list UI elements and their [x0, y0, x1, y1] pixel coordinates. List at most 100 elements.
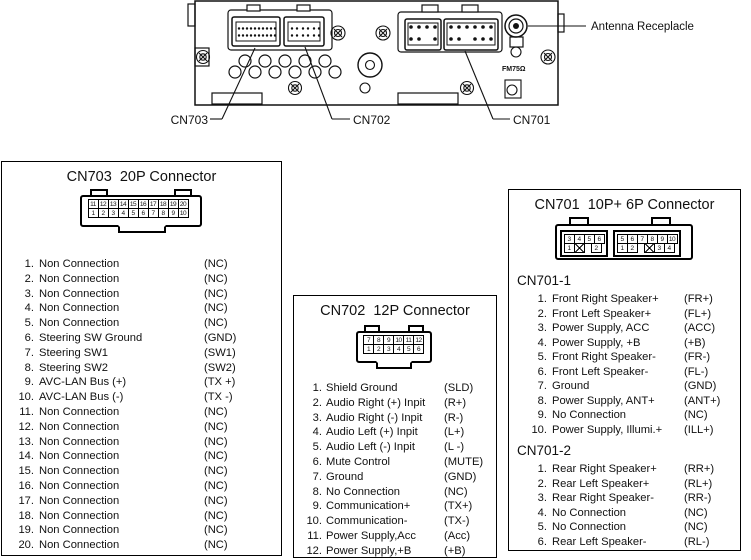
pin-label: Non Connection: [39, 287, 120, 300]
pin-code: (NC): [204, 405, 228, 418]
pin-row: 19. Non Connection (NC): [2, 523, 281, 538]
pin-code: (ANT+): [684, 394, 721, 407]
pin-code: (NC): [684, 521, 708, 533]
cn701-section: CN701-2 1. Rear Right Speaker+ (RR+) 2. …: [509, 443, 740, 549]
left-connector-plate: [227, 4, 333, 51]
pin-row: 9. Communication+ (TX+): [294, 499, 496, 514]
pin-row: 7. Ground (GND): [509, 379, 740, 394]
pin-cell: 6: [413, 344, 424, 354]
pin-number: 6.: [312, 455, 322, 468]
pin-label: Non Connection: [39, 479, 120, 492]
pin-number: 6.: [537, 365, 547, 378]
head-unit-rear-view: FM75Ω Antenna Receplacle CN703 CN702 CN7…: [171, 0, 694, 127]
pin-code: (GND): [684, 380, 717, 392]
pin-code: (NC): [204, 509, 228, 522]
pin-label: Front Left Speaker-: [552, 365, 649, 378]
pin-code: (TX -): [204, 391, 233, 404]
pin-number: 1.: [537, 293, 547, 305]
pin-number: 4.: [537, 336, 547, 349]
pin-code: (FL+): [684, 307, 712, 320]
pin-row: 5. Non Connection (NC): [2, 316, 281, 331]
pin-label: Rear Right Speaker-: [552, 492, 654, 504]
pin-row: 11. Non Connection (NC): [2, 405, 281, 420]
pin-cell: 2: [590, 243, 602, 253]
connector-keyway: [117, 225, 166, 233]
pin-row: 11. Power Supply,Acc (Acc): [294, 529, 496, 544]
pin-row: 3. Audio Right (-) Inpit (R-): [294, 411, 496, 426]
connector-keyway: [376, 361, 412, 369]
pin-code: (TX-): [444, 515, 470, 528]
pin-number: 17.: [18, 494, 34, 507]
pin-number: 15.: [18, 465, 34, 478]
pin-code: (L -): [444, 441, 465, 454]
pin-label: Non Connection: [39, 494, 120, 507]
pin-number: 2.: [24, 272, 34, 285]
pin-cell: 10: [177, 208, 189, 218]
pin-cell: X: [573, 243, 585, 253]
section-pin-list: 1. Front Right Speaker+ (FR+) 2. Front L…: [509, 292, 740, 437]
pin-row: 1. Rear Right Speaker+ (RR+): [509, 462, 740, 477]
pin-row: 2. Rear Left Speaker+ (RL+): [509, 477, 740, 492]
pin-label: Power Supply, ANT+: [552, 394, 655, 407]
pin-number: 10.: [531, 423, 547, 436]
pin-code: (SW1): [204, 346, 236, 359]
connector-tab: [568, 217, 589, 225]
pin-code: (NC): [204, 494, 228, 507]
pin-code: (GND): [444, 470, 477, 483]
pin-row: 1. Front Right Speaker+ (FR+): [509, 292, 740, 307]
pin-label: No Connection: [552, 506, 627, 519]
pin-number: 9.: [537, 409, 547, 421]
pin-label: No Connection: [552, 409, 627, 421]
pin-row: 15. Non Connection (NC): [2, 464, 281, 479]
cn701-sections: CN701-1 1. Front Right Speaker+ (FR+) 2.…: [509, 273, 740, 549]
cn702-pins-dots: [290, 27, 321, 37]
section-heading: CN701-1: [517, 273, 572, 288]
pin-row: 4. Audio Left (+) Inpit (L+): [294, 425, 496, 440]
pin-number: 18.: [18, 509, 34, 522]
pin-number: 2.: [312, 396, 322, 409]
antenna-receptacle-label: Antenna Receplacle: [591, 21, 694, 33]
pin-number: 8.: [312, 485, 322, 498]
pin-row: 1. Shield Ground (SLD): [294, 381, 496, 396]
pin-label: Audio Right (-) Inpit: [326, 411, 423, 424]
pin-number: 14.: [18, 450, 34, 463]
pin-label: Non Connection: [39, 258, 120, 270]
pin-number: 3.: [312, 411, 322, 424]
pin-code: (NC): [204, 287, 228, 300]
pin-number: 13.: [18, 435, 34, 448]
pin-row: 5. Front Right Speaker- (FR-): [509, 350, 740, 365]
pin-row: 4. Non Connection (NC): [2, 301, 281, 316]
pin-row: 2. Front Left Speaker+ (FL+): [509, 307, 740, 322]
pin-row: 9. No Connection (NC): [509, 408, 740, 423]
pin-code: (SLD): [444, 382, 474, 394]
pin-code: (RL+): [684, 477, 713, 490]
pin-row: 10. Power Supply, Illumi.+ (ILL+): [509, 423, 740, 438]
pin-label: Ground: [552, 380, 590, 392]
pin-code: (ILL+): [684, 423, 714, 436]
pin-number: 3.: [537, 492, 547, 504]
pin-code: (NC): [204, 450, 228, 463]
connector-tab: [89, 189, 108, 197]
pin-code: (NC): [204, 524, 228, 537]
cn701-title: CN701 10P+ 6P Connector: [534, 197, 715, 213]
pin-code: (R-): [444, 411, 464, 424]
pin-label: Non Connection: [39, 465, 120, 478]
pin-label: Front Right Speaker-: [552, 351, 656, 363]
pin-code: (Acc): [444, 529, 471, 542]
pin-label: Rear Right Speaker+: [552, 463, 657, 475]
pin-label: No Connection: [326, 485, 401, 498]
pin-row: 5. No Connection (NC): [509, 520, 740, 535]
pin-number: 4.: [24, 302, 34, 315]
pin-number: 12.: [306, 544, 322, 557]
pin-number: 12.: [18, 420, 34, 433]
leader-lines: [210, 25, 586, 120]
pin-number: 1.: [312, 382, 322, 394]
section-pin-list: 1. Rear Right Speaker+ (RR+) 2. Rear Lef…: [509, 462, 740, 549]
cn701-plate: [397, 4, 503, 53]
